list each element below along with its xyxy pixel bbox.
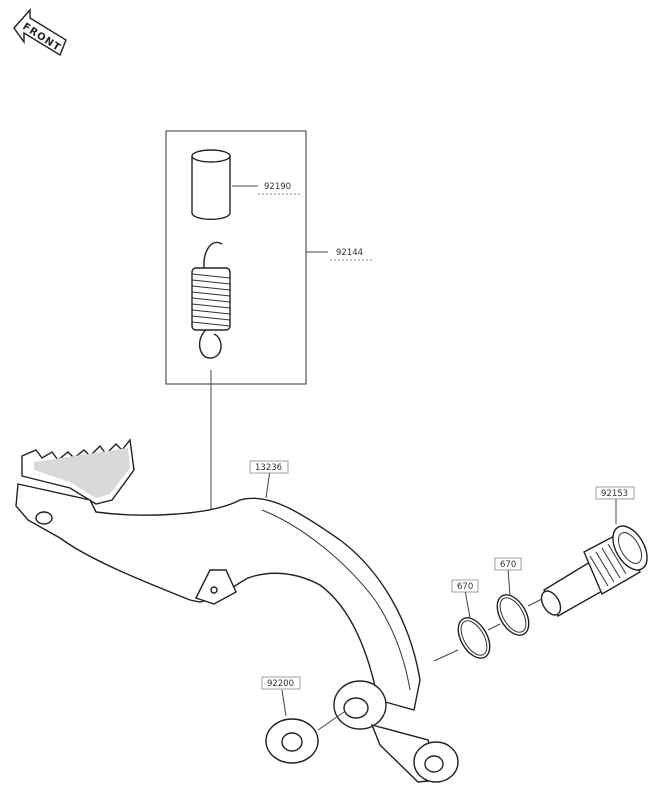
label-92190: 92190 — [258, 182, 300, 195]
label-92144: 92144 — [330, 248, 372, 261]
part-number-13236: 13236 — [255, 463, 282, 473]
label-670-b: 670 — [494, 557, 522, 571]
spring-92144 — [191, 241, 231, 359]
shaft-92153 — [540, 525, 648, 617]
part-number-92200: 92200 — [267, 679, 294, 689]
part-number-92153: 92153 — [601, 489, 628, 499]
label-670-a: 670 — [451, 579, 479, 593]
front-arrow-icon: FRONT — [13, 8, 67, 57]
o-ring-670-a — [457, 617, 491, 659]
part-number-92190: 92190 — [264, 182, 291, 192]
label-13236: 13236 — [249, 460, 289, 474]
part-number-92144: 92144 — [336, 248, 363, 258]
part-number-670-a: 670 — [457, 582, 473, 592]
kit-box — [165, 130, 307, 385]
collar-92190 — [191, 149, 231, 221]
label-92153: 92153 — [595, 486, 635, 500]
washer-92200 — [265, 718, 319, 764]
part-number-670-b: 670 — [500, 560, 516, 570]
brake-pedal-13236 — [15, 438, 459, 783]
o-ring-670-b — [496, 594, 530, 636]
front-label: FRONT — [20, 21, 62, 54]
label-92200: 92200 — [261, 676, 301, 690]
